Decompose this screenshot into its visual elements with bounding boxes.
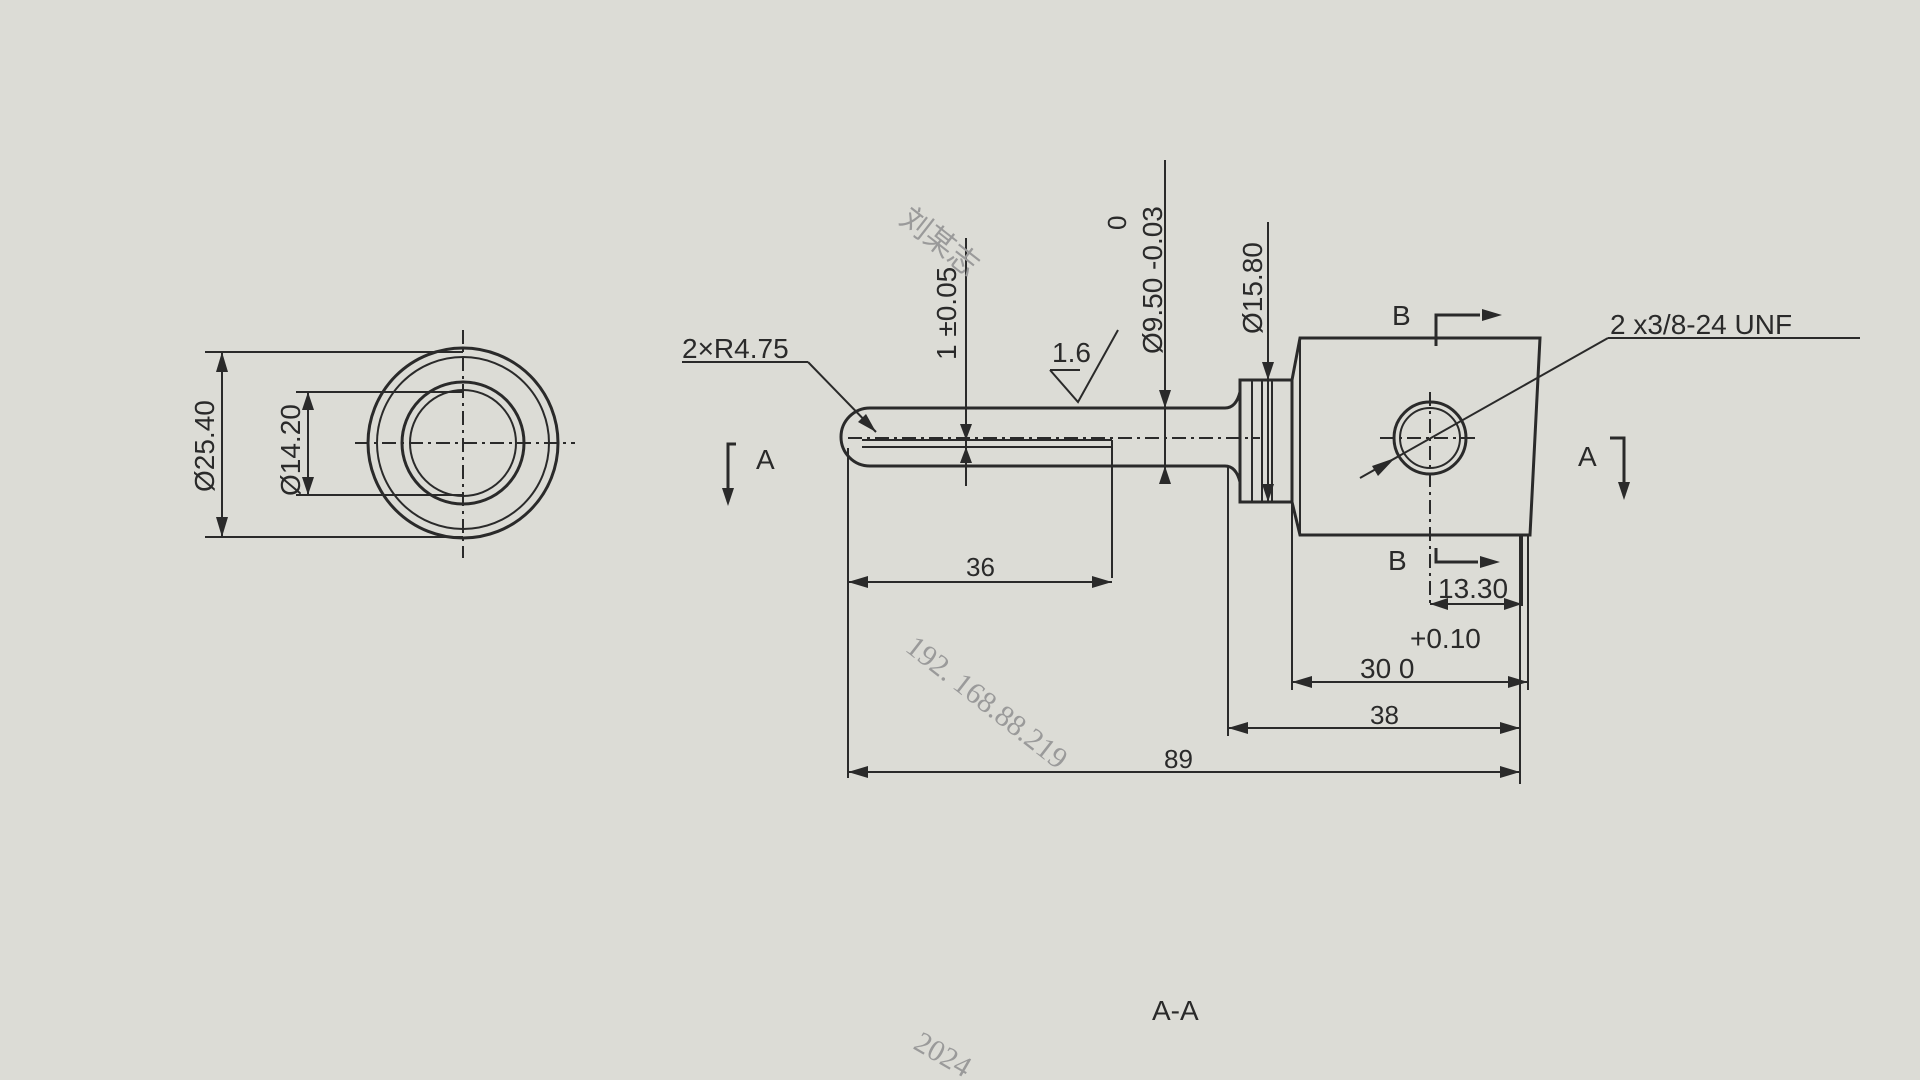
dim-tolerance-1: 1 ±0.05 — [931, 267, 962, 360]
section-line — [1434, 548, 1478, 564]
arrowhead — [302, 392, 314, 410]
arrowhead — [1092, 576, 1112, 588]
section-line — [726, 442, 736, 502]
arrowhead — [1508, 676, 1528, 688]
arrowhead — [1504, 598, 1522, 610]
dim-collar-diameter: Ø15.80 — [1237, 242, 1268, 334]
dim-outer-diameter: Ø25.40 — [189, 400, 220, 492]
watermark-year: 2024 — [909, 1025, 977, 1080]
section-marker-b-top: B — [1392, 300, 1502, 346]
thread-leader — [1359, 337, 1609, 479]
section-title: A-A — [1152, 995, 1199, 1026]
arrowhead — [960, 424, 972, 440]
thread-callout: 2 x3/8-24 UNF — [1610, 309, 1792, 340]
dim-38: 38 — [1370, 700, 1399, 730]
dim-36: 36 — [966, 552, 995, 582]
section-label-b: B — [1392, 300, 1411, 331]
arrowhead — [1500, 766, 1520, 778]
arrowhead — [1262, 362, 1274, 380]
arrowhead — [1480, 556, 1500, 568]
collar-outline — [1238, 378, 1294, 504]
section-line — [1610, 436, 1626, 496]
arrowhead — [1430, 598, 1448, 610]
dim-30-tolerance-upper: +0.10 — [1410, 623, 1481, 654]
section-marker-a-right: A — [1578, 436, 1630, 500]
pin-outline — [839, 406, 1225, 468]
arrowhead — [722, 488, 734, 506]
side-view: 2 x3/8-24 UNF 2×R4.75 1 ±0.05 1.6 0 Ø9.5… — [682, 160, 1860, 784]
dim-inner-diameter: Ø14.20 — [275, 404, 306, 496]
fillet-label: 2×R4.75 — [682, 333, 789, 364]
arrowhead — [1372, 458, 1395, 476]
section-marker-b-bottom: B — [1388, 545, 1500, 576]
arrowhead — [848, 766, 868, 778]
dim-pin-diameter-upper: 0 — [1102, 216, 1132, 230]
arrowhead — [1482, 309, 1502, 321]
arrowhead — [1292, 676, 1312, 688]
section-label-b: B — [1388, 545, 1407, 576]
section-line — [1434, 313, 1480, 346]
arrowhead — [848, 576, 868, 588]
end-view: Ø25.40 Ø14.20 — [189, 330, 575, 558]
arrowhead — [302, 477, 314, 495]
section-label-a: A — [756, 444, 775, 475]
roughness-symbol — [1049, 329, 1119, 404]
watermark-ip: 192. 168.88.219 — [900, 630, 1074, 776]
arrowhead — [1228, 722, 1248, 734]
arrowhead — [216, 352, 228, 372]
arrowhead — [216, 517, 228, 537]
dim-89: 89 — [1164, 744, 1193, 774]
arrowhead — [960, 447, 972, 463]
roughness-value: 1.6 — [1052, 337, 1091, 368]
arrowhead — [858, 414, 876, 432]
arrowhead — [1159, 466, 1171, 484]
dim-30: 30 0 — [1360, 653, 1415, 684]
section-label-a: A — [1578, 441, 1597, 472]
arrowhead — [1618, 482, 1630, 500]
dim-13-30: 13.30 — [1438, 573, 1508, 604]
arrowhead — [1262, 484, 1274, 502]
head-block-outline — [1290, 336, 1542, 537]
arrowhead — [1159, 390, 1171, 408]
arrowhead — [1500, 722, 1520, 734]
section-marker-a-left: A — [722, 442, 775, 506]
dim-pin-diameter: Ø9.50 -0.03 — [1137, 206, 1168, 354]
